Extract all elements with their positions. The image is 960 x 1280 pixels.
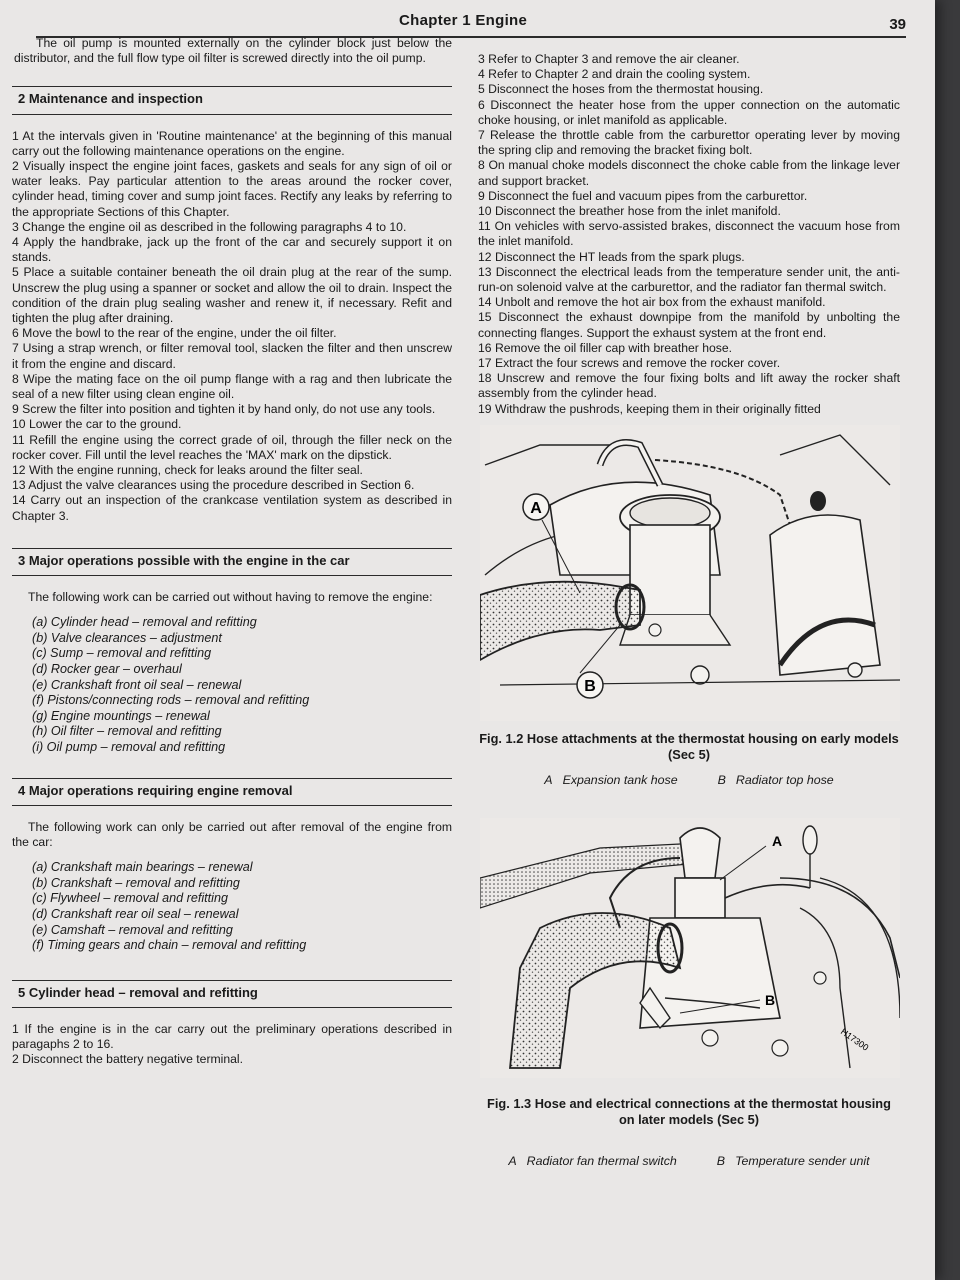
s2-para-10: 10 Lower the car to the ground. [12, 417, 182, 432]
section-4-lead: The following work can only be carried o… [12, 819, 452, 850]
r-para-16: 16 Remove the oil filler cap with breath… [478, 340, 733, 355]
s2-para-11: 11 Refill the engine using the correct g… [12, 432, 452, 462]
s2-para-7: 7 Using a strap wrench, or filter remova… [12, 341, 452, 371]
s2-para-2: 2 Visually inspect the engine joint face… [12, 159, 452, 219]
callout-b: B [584, 678, 596, 695]
chapter-title: Chapter 1 Engine [399, 12, 528, 29]
callout-a: A [772, 833, 782, 849]
r-para-10: 10 Disconnect the breather hose from the… [478, 204, 781, 219]
list-item: (i) Oil pump – removal and refitting [32, 740, 226, 755]
r-para-13: 13 Disconnect the electrical leads from … [478, 264, 900, 295]
r-para-18: 18 Unscrew and remove the four fixing bo… [478, 371, 900, 401]
intro-paragraph: The oil pump is mounted externally on th… [14, 36, 452, 66]
r-para-12: 12 Disconnect the HT leads from the spar… [478, 249, 745, 264]
s2-para-3: 3 Change the engine oil as described in … [12, 219, 407, 234]
s5-para-1: 1 If the engine is in the car carry out … [12, 1022, 452, 1052]
section-3-lead: The following work can be carried out wi… [28, 590, 433, 605]
section-5-heading: 5 Cylinder head – removal and refitting [12, 979, 452, 1009]
s2-para-4: 4 Apply the handbrake, jack up the front… [12, 235, 452, 265]
section-4-heading: 4 Major operations requiring engine remo… [12, 777, 452, 806]
figure-1-3-legend: A Radiator fan thermal switch B Temperatur… [478, 1154, 900, 1169]
legend-key: A [544, 772, 553, 787]
figure-1-2: A B [479, 424, 901, 721]
list-item: (f) Pistons/connecting rods – removal an… [32, 693, 310, 708]
callout-b-circle [576, 671, 604, 699]
legend-item-a: A Radiator fan thermal switch [508, 1154, 676, 1169]
figure-1-2-drawing: A B [479, 434, 901, 699]
legend-item-b: B Radiator top hose [718, 773, 834, 788]
figure-1-3: A B H17300 [479, 818, 901, 1079]
r-para-11: 11 On vehicles with servo-assisted brake… [478, 219, 900, 249]
legend-key: B [716, 1154, 726, 1169]
figure-1-2-caption: Fig. 1.2 Hose attachments at the thermos… [479, 730, 899, 762]
header-rule [36, 36, 906, 38]
legend-item-a: A Expansion tank hose [544, 773, 677, 788]
list-item: (h) Oil filter – removal and refitting [32, 724, 222, 739]
r-para-15: 15 Disconnect the exhaust downpipe from … [478, 310, 900, 340]
list-item: (e) Crankshaft front oil seal – renewal [32, 677, 242, 692]
r-para-6: 6 Disconnect the heater hose from the up… [478, 97, 900, 127]
list-item: (d) Rocker gear – overhaul [32, 662, 182, 677]
list-item: (c) Sump – removal and refitting [32, 646, 212, 661]
s2-para-14: 14 Carry out an inspection of the crankc… [12, 493, 452, 523]
legend-label: Temperature sender unit [735, 1154, 870, 1169]
r-para-19: 19 Withdraw the pushrods, keeping them i… [478, 401, 821, 416]
list-item: (a) Cylinder head – removal and refittin… [32, 615, 257, 630]
r-para-3: 3 Refer to Chapter 3 and remove the air … [478, 52, 740, 66]
section-3-list: (a) Cylinder head – removal and refittin… [32, 615, 452, 755]
callout-a: A [530, 500, 542, 517]
list-item: (e) Camshaft – removal and refitting [32, 922, 233, 937]
s2-para-6: 6 Move the bowl to the rear of the engin… [12, 326, 337, 341]
figure-code: H17300 [839, 1027, 871, 1053]
list-item: (b) Crankshaft – removal and refitting [32, 875, 240, 890]
section-2-heading: 2 Maintenance and inspection [12, 86, 452, 115]
legend-label: Radiator fan thermal switch [526, 1154, 677, 1169]
r-para-17: 17 Extract the four screws and remove th… [478, 356, 781, 371]
list-item: (g) Engine mountings – renewal [32, 708, 210, 723]
list-item: (d) Crankshaft rear oil seal – renewal [32, 907, 239, 922]
r-para-4: 4 Refer to Chapter 2 and drain the cooli… [478, 67, 751, 82]
figure-1-2-legend: A Expansion tank hose B Radiator top hose [478, 773, 900, 788]
s2-para-13: 13 Adjust the valve clearances using the… [12, 478, 415, 493]
r-para-5: 5 Disconnect the hoses from the thermost… [478, 82, 764, 97]
list-item: (c) Flywheel – removal and refitting [32, 891, 228, 906]
list-item: (b) Valve clearances – adjustment [32, 630, 222, 645]
section-2-body: 1 At the intervals given in 'Routine mai… [12, 129, 452, 524]
callout-a-circle [522, 493, 550, 521]
figure-1-3-drawing: A B H17300 [479, 825, 901, 1069]
section-3-heading: 3 Major operations possible with the eng… [12, 547, 452, 577]
figure-1-3-caption: Fig. 1.3 Hose and electrical connections… [487, 1096, 891, 1128]
section-4-list: (a) Crankshaft main bearings – renewal (… [32, 860, 452, 954]
list-item: (a) Crankshaft main bearings – renewal [32, 860, 253, 875]
s2-para-5: 5 Place a suitable container beneath the… [12, 265, 452, 326]
legend-label: Radiator top hose [735, 772, 834, 787]
r-para-9: 9 Disconnect the fuel and vacuum pipes f… [478, 188, 808, 203]
s2-para-1: 1 At the intervals given in 'Routine mai… [12, 128, 452, 158]
list-item: (f) Timing gears and chain – removal and… [32, 938, 307, 953]
s2-para-8: 8 Wipe the mating face on the oil pump f… [12, 371, 452, 402]
s2-para-12: 12 With the engine running, check for le… [12, 463, 363, 478]
legend-item-b: B Temperature sender unit [717, 1154, 870, 1169]
legend-label: Expansion tank hose [562, 772, 678, 787]
legend-key: A [508, 1154, 517, 1169]
r-para-7: 7 Release the throttle cable from the ca… [478, 128, 900, 158]
s2-para-9: 9 Screw the filter into position and tig… [12, 402, 436, 417]
callout-b: B [765, 992, 775, 1008]
r-para-8: 8 On manual choke models disconnect the … [478, 158, 900, 188]
page-number: 39 [889, 16, 906, 33]
right-column: 3 Refer to Chapter 3 and remove the air … [478, 52, 901, 1169]
legend-key: B [717, 772, 726, 787]
r-para-14: 14 Unbolt and remove the hot air box fro… [478, 295, 826, 310]
manual-page: Chapter 1 Engine 39 The oil pump is moun… [0, 0, 935, 1280]
s5-para-2: 2 Disconnect the battery negative termin… [12, 1052, 244, 1067]
left-column: The oil pump is mounted externally on th… [12, 36, 452, 1068]
